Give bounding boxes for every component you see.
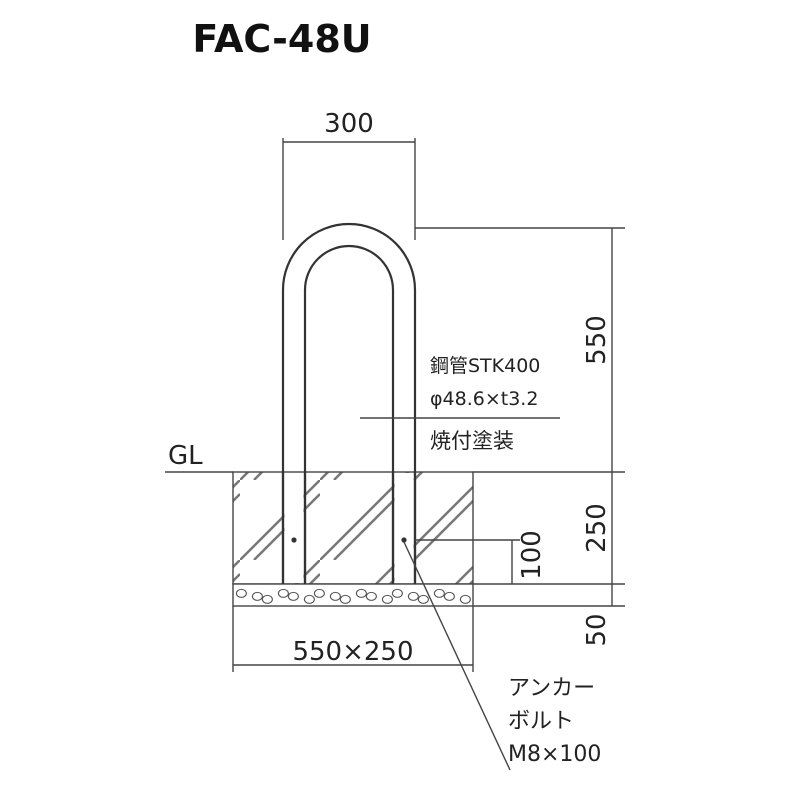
width-label: 300 — [324, 109, 374, 139]
foundation-dimension: 550×250 — [232, 606, 474, 672]
anchor-hole-left — [291, 537, 297, 543]
ground-line: GL — [165, 441, 625, 473]
gravel-pebble — [407, 591, 419, 601]
gravel-pebble — [287, 591, 299, 601]
gravel-pebble — [303, 594, 315, 604]
width-dimension: 300 — [282, 109, 416, 240]
gravel-pebble — [433, 588, 445, 598]
foundation-size-label: 550×250 — [292, 637, 413, 667]
foundation-block — [232, 471, 474, 585]
finish-spec: 焼付塗装 — [430, 429, 514, 453]
gravel-pebble — [251, 591, 263, 601]
anchor-depth-label: 100 — [517, 530, 547, 580]
gravel-pebble — [459, 594, 471, 604]
gravel-pebble — [417, 594, 429, 604]
u-pipe — [281, 222, 417, 584]
gravel-pebble — [381, 594, 393, 604]
ground-label: GL — [168, 441, 203, 471]
gravel-pebble — [261, 594, 273, 604]
gravel-pebble — [329, 591, 341, 601]
gravel-pebble — [365, 591, 377, 601]
gravel-pebble — [443, 591, 455, 601]
gravel-pebble — [277, 588, 289, 598]
material-spec: 鋼管STK400 — [430, 355, 540, 377]
anchor-label-line1: アンカー — [508, 676, 595, 701]
material-note: 鋼管STK400 φ48.6×t3.2 焼付塗装 — [360, 355, 560, 453]
gravel-pebble — [313, 588, 325, 598]
gravel-pebble — [339, 594, 351, 604]
height-above-ground-label: 550 — [582, 315, 612, 365]
pipe-size: φ48.6×t3.2 — [430, 388, 538, 410]
drawing-title: FAC-48U — [192, 17, 371, 61]
anchor-depth-dimension: 100 — [415, 530, 547, 584]
base-depth-label: 50 — [582, 613, 612, 646]
anchor-note: アンカー ボルト M8×100 — [403, 541, 601, 771]
anchor-label-line2: ボルト — [508, 709, 574, 734]
anchor-hole-right — [401, 537, 407, 543]
gravel-pebble — [355, 588, 367, 598]
height-dimensions: 550 250 50 — [415, 227, 625, 647]
gravel-base — [232, 583, 474, 607]
foundation-depth-label: 250 — [582, 503, 612, 553]
gravel-pebble — [391, 588, 403, 598]
anchor-label-line3: M8×100 — [508, 742, 601, 767]
gravel-pebble — [235, 588, 247, 598]
